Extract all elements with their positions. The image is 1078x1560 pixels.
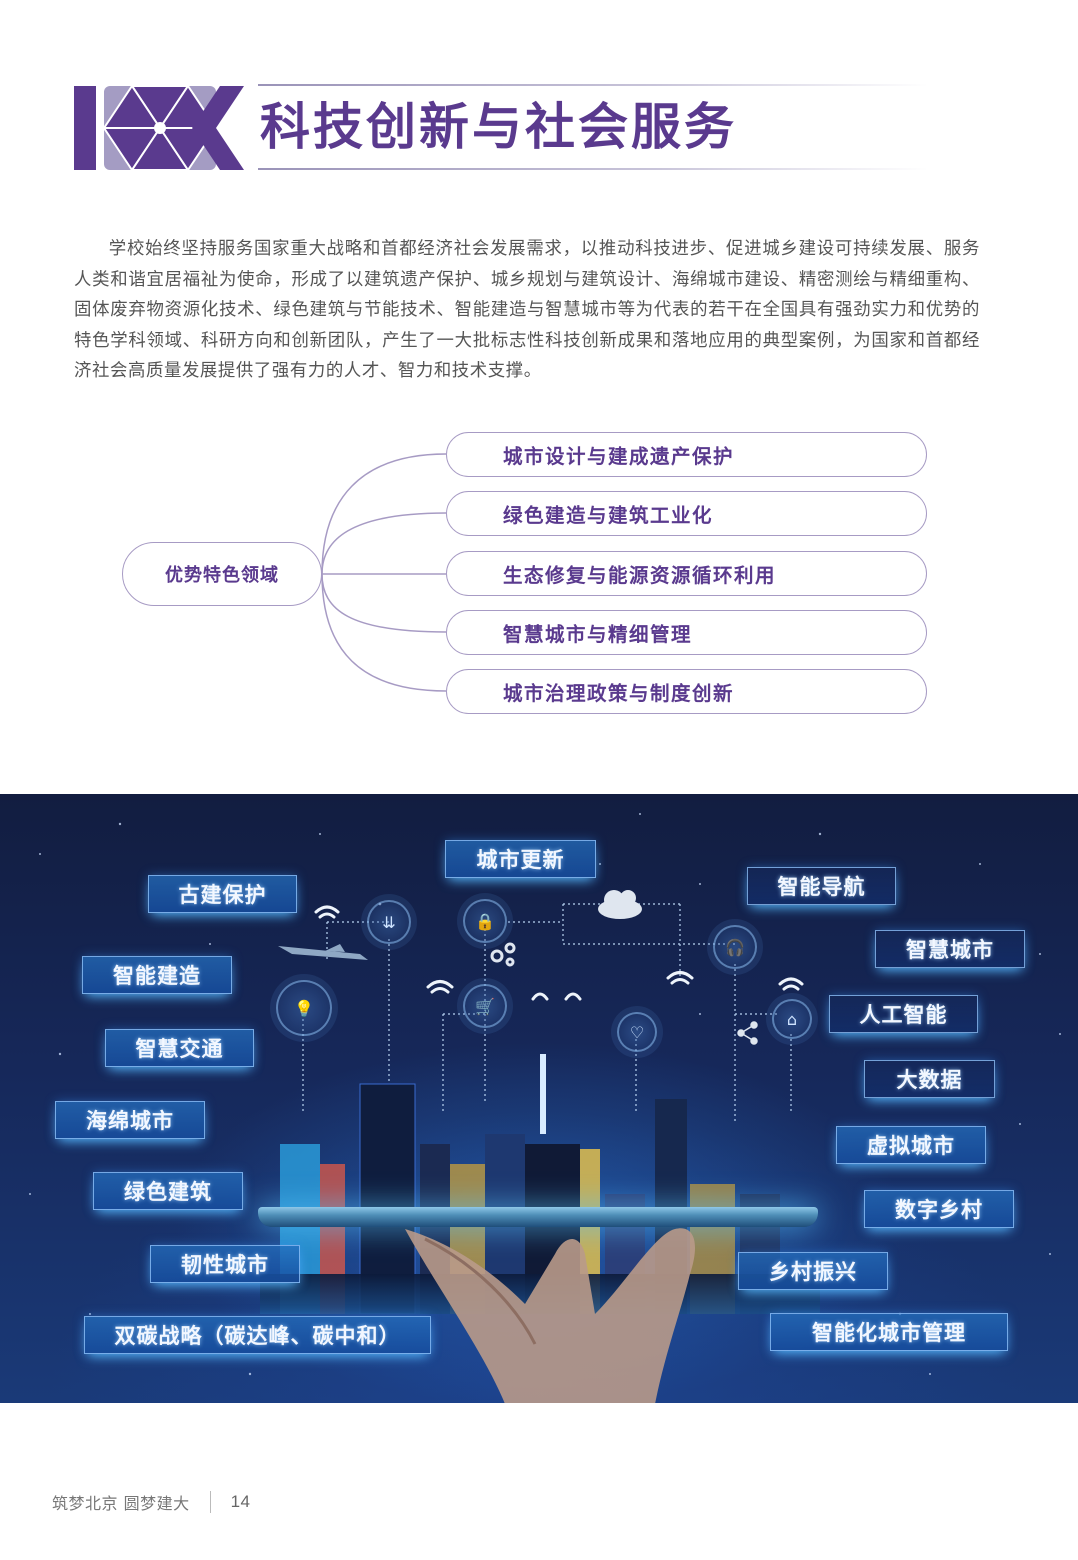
intro-paragraph: 学校始终坚持服务国家重大战略和首都经济社会发展需求，以推动科技进步、促进城乡建设… [74,239,980,382]
lightbulb-icon: 💡 [276,980,332,1036]
mindmap-branch: 智慧城市与精细管理 [446,610,927,655]
headset-icon: 🎧 [713,925,757,969]
share-icon [737,1021,758,1045]
title-rule-bottom [258,168,928,170]
gears-icon [490,942,516,967]
tag-intelligent-construction: 智能建造 [82,956,232,994]
page-header: 科技创新与社会服务 [74,84,934,172]
tag-big-data: 大数据 [864,1060,995,1098]
page-footer: 筑梦北京 圆梦建大 14 [52,1490,251,1514]
footer-slogan: 筑梦北京 圆梦建大 [52,1494,190,1513]
tablet-device [258,1207,818,1227]
footer-divider [209,1491,211,1513]
lock-icon: 🔒 [463,899,507,943]
tag-smart-transportation: 智慧交通 [105,1029,254,1067]
wifi-icon [314,905,804,1001]
cloud-icon [598,890,642,919]
tag-rural-revitalization: 乡村振兴 [738,1252,888,1290]
tag-dual-carbon-strategy: 双碳战略（碳达峰、碳中和） [84,1316,431,1354]
mindmap-diagram: 优势特色领域 城市设计与建成遗产保护 绿色建造与建筑工业化 生态修复与能源资源循… [0,420,1078,730]
airplane-icon [278,944,368,960]
tag-sponge-city: 海绵城市 [55,1101,205,1139]
tag-digital-village: 数字乡村 [864,1190,1014,1228]
tag-smart-navigation: 智能导航 [747,867,896,905]
mindmap-connectors [321,453,447,692]
page-number: 14 [230,1492,251,1511]
hexagon-k-logo-icon [74,86,244,170]
mindmap-branch: 绿色建造与建筑工业化 [446,491,927,536]
tag-green-building: 绿色建筑 [93,1172,243,1210]
shopping-cart-icon: 🛒 [463,984,507,1028]
download-arrows-icon: ⇊ [367,900,411,944]
tag-resilient-city: 韧性城市 [150,1245,300,1283]
mindmap-branch: 城市设计与建成遗产保护 [446,432,927,477]
tag-smart-city: 智慧城市 [875,930,1025,968]
home-icon: ⌂ [772,999,812,1039]
page-title: 科技创新与社会服务 [260,98,737,156]
mindmap-root-node: 优势特色领域 [122,542,322,606]
tag-virtual-city: 虚拟城市 [836,1126,986,1164]
hand-illustration [405,1228,695,1403]
tag-ancient-architecture-protection: 古建保护 [148,875,297,913]
title-rule-top [258,84,928,86]
mindmap-branch: 城市治理政策与制度创新 [446,669,927,714]
heart-icon: ♡ [617,1012,657,1052]
mindmap-branch: 生态修复与能源资源循环利用 [446,551,927,596]
smart-city-banner: 💡 ⇊ 🔒 🛒 🎧 ♡ ⌂ 古建保护 智能建造 智慧交通 海绵 [0,794,1078,1403]
tag-urban-renewal: 城市更新 [445,840,596,878]
tag-artificial-intelligence: 人工智能 [829,995,978,1033]
tag-intelligent-city-management: 智能化城市管理 [770,1313,1008,1351]
